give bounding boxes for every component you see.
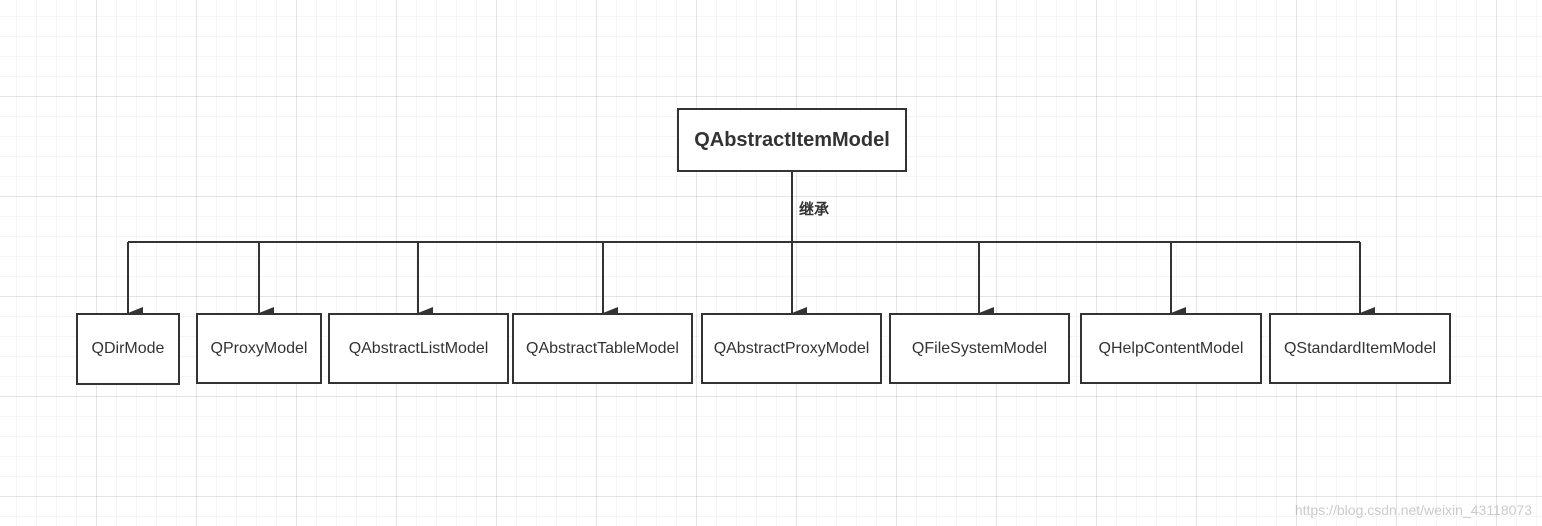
child-node-qdirmode[interactable]: QDirMode	[76, 313, 180, 385]
root-node-label: QAbstractItemModel	[694, 128, 890, 151]
inheritance-edge-label: 继承	[799, 200, 830, 218]
child-node-label: QStandardItemModel	[1283, 339, 1437, 357]
child-node-label: QHelpContentModel	[1098, 339, 1244, 357]
child-node-label: QProxyModel	[210, 339, 308, 357]
child-node-qstandarditemmodel[interactable]: QStandardItemModel	[1269, 313, 1451, 384]
child-node-label: QFileSystemModel	[911, 339, 1048, 357]
child-node-label: QAbstractTableModel	[526, 339, 679, 357]
child-node-qabstractproxymodel[interactable]: QAbstractProxyModel	[701, 313, 882, 384]
child-node-qfilesystemmodel[interactable]: QFileSystemModel	[889, 313, 1070, 384]
child-node-qabstracttablemodel[interactable]: QAbstractTableModel	[512, 313, 693, 384]
child-node-label: QAbstractListModel	[348, 339, 489, 357]
child-node-qproxymodel[interactable]: QProxyModel	[196, 313, 322, 384]
root-node-qabstractitemmodel[interactable]: QAbstractItemModel	[677, 108, 907, 172]
child-node-qhelpcontentmodel[interactable]: QHelpContentModel	[1080, 313, 1262, 384]
watermark-text: https://blog.csdn.net/weixin_43118073	[1294, 502, 1532, 518]
child-node-label: QDirMode	[91, 340, 165, 357]
child-node-qabstractlistmodel[interactable]: QAbstractListModel	[328, 313, 509, 384]
child-node-label: QAbstractProxyModel	[713, 339, 870, 357]
